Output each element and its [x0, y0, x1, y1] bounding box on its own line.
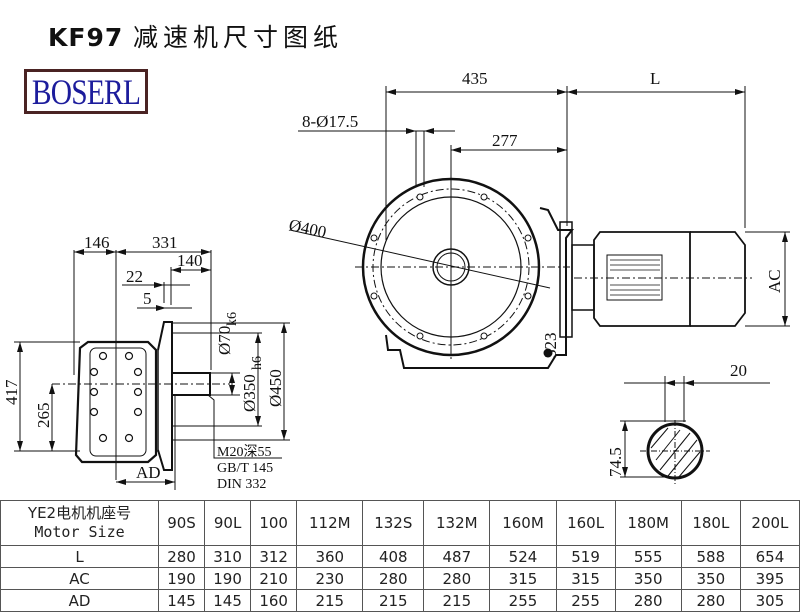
header-label-en: Motor Size: [34, 523, 125, 541]
dim-146: 146: [84, 233, 110, 252]
dim-ac: AC: [765, 269, 784, 293]
table-cell: 654: [739, 545, 800, 568]
table-cell: 215: [362, 589, 425, 612]
dim-phi70: Ø70: [215, 326, 234, 355]
table-cell: 280: [423, 567, 491, 590]
front-view-labels: 435 L 8-Ø17.5 277 Ø400 323 AC: [287, 69, 784, 358]
table-cell: 588: [680, 545, 741, 568]
dim-phi350: Ø350: [240, 374, 259, 412]
note-standard-gb: GB/T 145: [217, 461, 273, 476]
table-row: AD 145 145 160 215 215 215 255 255 280 2…: [0, 589, 800, 612]
column-header: 90S: [157, 500, 206, 546]
dim-331: 331: [152, 233, 178, 252]
table-cell: 280: [614, 589, 682, 612]
column-header: 112M: [296, 500, 364, 546]
table-cell: 280: [680, 589, 741, 612]
table-cell: 350: [680, 567, 741, 590]
dim-bolt-holes: 8-Ø17.5: [302, 112, 358, 131]
column-header: 160M: [489, 500, 557, 546]
table-header-label: YE2电机机座号 Motor Size: [0, 500, 159, 546]
table-cell: 305: [739, 589, 800, 612]
note-standard-din: DIN 332: [217, 477, 266, 492]
dim-phi70-tol: k6: [225, 312, 240, 326]
table-cell: 395: [739, 567, 800, 590]
dim-phi350-tol: h6: [250, 356, 265, 370]
table-cell: 310: [204, 545, 252, 568]
row-label: AC: [0, 567, 159, 590]
table-cell: 255: [489, 589, 557, 612]
side-view: [14, 249, 290, 490]
dim-265: 265: [34, 403, 53, 429]
table-cell: 190: [204, 567, 252, 590]
table-cell: 255: [555, 589, 616, 612]
column-header: 132S: [362, 500, 425, 546]
table-row: L 280 310 312 360 408 487 524 519 555 58…: [0, 545, 800, 568]
dim-shaft-height: 74.5: [606, 447, 625, 477]
model-name: KF97: [48, 23, 124, 52]
row-label: AD: [0, 589, 159, 612]
table-cell: 408: [362, 545, 425, 568]
table-cell: 519: [555, 545, 616, 568]
column-header: 180M: [614, 500, 682, 546]
dim-277: 277: [492, 131, 518, 150]
column-header: 132M: [423, 500, 491, 546]
table-cell: 487: [423, 545, 491, 568]
dim-417: 417: [2, 379, 21, 405]
side-view-labels: 146 331 140 22 5 417 265 Ø70 k6 Ø350 h6 …: [2, 233, 285, 492]
table-cell: 312: [250, 545, 298, 568]
dim-5: 5: [143, 289, 152, 308]
table-cell: 280: [157, 545, 206, 568]
dim-l: L: [650, 69, 660, 88]
table-cell: 315: [489, 567, 557, 590]
dim-ad: AD: [136, 463, 161, 482]
table-header-row: YE2电机机座号 Motor Size 90S 90L 100 112M 132…: [0, 500, 800, 546]
table-cell: 280: [362, 567, 425, 590]
brand-logo: BOSERL: [24, 69, 148, 114]
table-cell: 160: [250, 589, 298, 612]
dim-323: 323: [541, 333, 560, 359]
row-label: L: [0, 545, 159, 568]
dim-22: 22: [126, 267, 143, 286]
dim-key-width: 20: [730, 361, 747, 380]
column-header: 100: [250, 500, 298, 546]
dim-phi450: Ø450: [266, 369, 285, 407]
page-title: KF97 减速机尺寸图纸: [48, 18, 343, 54]
motor-size-table: YE2电机机座号 Motor Size 90S 90L 100 112M 132…: [0, 500, 800, 612]
table-cell: 210: [250, 567, 298, 590]
table-row: AC 190 190 210 230 280 280 315 315 350 3…: [0, 567, 800, 590]
table-cell: 190: [157, 567, 206, 590]
dim-phi400: Ø400: [287, 215, 328, 241]
table-cell: 215: [296, 589, 364, 612]
column-header: 200L: [739, 500, 800, 546]
table-cell: 315: [555, 567, 616, 590]
brand-logo-text: BOSERL: [31, 71, 141, 112]
title-cn: 减速机尺寸图纸: [132, 23, 343, 52]
table-cell: 215: [423, 589, 491, 612]
shaft-section-labels: 20 74.5: [606, 361, 747, 477]
table-cell: 230: [296, 567, 364, 590]
table-cell: 145: [157, 589, 206, 612]
dim-140: 140: [177, 251, 203, 270]
note-center-hole: M20深55: [217, 444, 271, 460]
table-cell: 145: [204, 589, 252, 612]
column-header: 90L: [204, 500, 252, 546]
header-label-cn: YE2电机机座号: [27, 504, 132, 522]
column-header: 160L: [555, 500, 616, 546]
technical-drawing: 146 331 140 22 5 417 265 Ø70 k6 Ø350 h6 …: [2, 69, 790, 492]
table-cell: 524: [489, 545, 557, 568]
column-header: 180L: [680, 500, 741, 546]
table-cell: 350: [614, 567, 682, 590]
table-cell: 360: [296, 545, 364, 568]
shaft-section: [620, 376, 770, 485]
table-cell: 555: [614, 545, 682, 568]
dim-435: 435: [462, 69, 488, 88]
front-view: [289, 86, 790, 369]
